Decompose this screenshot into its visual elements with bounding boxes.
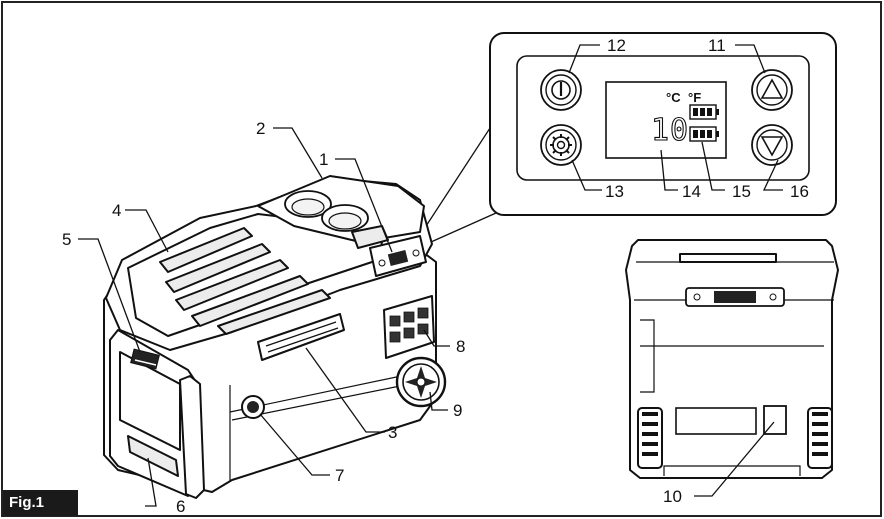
front-handle bbox=[257, 313, 345, 361]
cup-holder-left bbox=[284, 190, 332, 218]
callout-8: 8 bbox=[456, 337, 465, 356]
callout-14: 14 bbox=[682, 182, 701, 201]
dc-port bbox=[241, 395, 265, 419]
figure-label: Fig.1 bbox=[3, 490, 78, 516]
gear-icon bbox=[550, 134, 572, 156]
callout-11: 11 bbox=[708, 36, 726, 55]
callout-1: 1 bbox=[319, 150, 328, 169]
triangle-up-icon bbox=[760, 78, 784, 99]
lid-ribs bbox=[159, 227, 331, 335]
lcd-display: °C °F 10 bbox=[605, 81, 727, 159]
rear-wheel-right bbox=[807, 407, 833, 469]
callout-3: 3 bbox=[388, 423, 397, 442]
callout-10: 10 bbox=[663, 487, 682, 506]
callout-5: 5 bbox=[62, 230, 71, 249]
unit-celsius: °C bbox=[666, 90, 681, 105]
callout-7: 7 bbox=[335, 466, 344, 485]
power-button bbox=[540, 69, 582, 111]
callout-13: 13 bbox=[605, 182, 624, 201]
control-panel-on-lid bbox=[351, 225, 427, 277]
callout-12: 12 bbox=[607, 36, 626, 55]
callout-16: 16 bbox=[790, 182, 809, 201]
cooler-front-view bbox=[103, 175, 447, 499]
settings-button bbox=[540, 124, 582, 166]
rear-wheel-left bbox=[637, 407, 663, 469]
lid-latch bbox=[130, 348, 160, 370]
unit-fahrenheit: °F bbox=[688, 90, 701, 105]
control-panel-inset: °C °F 10 bbox=[412, 32, 837, 247]
temperature-digits: 10 bbox=[651, 113, 689, 148]
callout-labels: 1 2 3 4 5 6 7 8 9 10 11 12 13 14 15 16 bbox=[62, 36, 809, 516]
callout-15: 15 bbox=[732, 182, 751, 201]
battery-icon-upper bbox=[689, 104, 719, 120]
side-handle bbox=[109, 329, 205, 499]
cup-holder-right bbox=[321, 204, 369, 232]
callout-6: 6 bbox=[176, 497, 185, 516]
cooler-rear-view bbox=[625, 239, 839, 479]
battery-icon-lower bbox=[689, 126, 719, 142]
callout-9: 9 bbox=[453, 401, 462, 420]
ventilation-grille bbox=[383, 295, 435, 359]
power-icon bbox=[551, 80, 571, 100]
leader-lines bbox=[78, 127, 775, 507]
callout-2: 2 bbox=[256, 119, 265, 138]
triangle-down-icon bbox=[760, 136, 784, 157]
callout-4: 4 bbox=[112, 201, 121, 220]
rear-connector bbox=[685, 287, 785, 307]
down-button bbox=[751, 124, 793, 166]
up-button bbox=[751, 69, 793, 111]
wheel bbox=[395, 356, 447, 408]
